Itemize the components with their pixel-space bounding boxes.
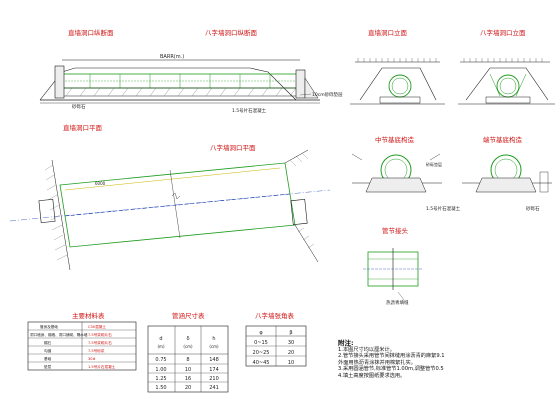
title-straight-long: 直墙洞口纵断面 [68,28,114,37]
dims-cell: 1.00 [155,367,166,373]
dims-cell: 1.25 [155,376,166,382]
note-line: 3.采用圆涵管节,标准管节1.00m,调整管节0.5 [338,366,444,373]
wing-cell: 0~15 [254,340,268,346]
mat-cell: 勾缝 [44,348,52,353]
mat-cell: 帽石 [44,340,52,345]
mat-cell: 7.5号浆砌片石 [88,332,112,337]
title-eight-long: 八字墙洞口纵断面 [205,28,258,37]
note-line: 2.管节接头采用管节间抹缝用涂沥青的麻絮9.1 [338,353,445,360]
pipe-dims-table: 管涵尺寸表 d (m) δ (cm) h (cm) 0.75 8 148 1.0… [147,311,229,393]
mat-cell: 7.5号浆砌片石 [88,340,112,345]
title-straight-plan: 直墙洞口平面 [63,123,103,132]
dims-header-d: d [159,336,162,342]
note-line: 4.填土高度按图纸要求选用。 [338,372,406,379]
mat-cell: 洞口墙身、帽墙、洞口铺砌、隔水墙 [30,332,88,337]
plan-dimension: 6000 [95,181,106,186]
dims-cell: 1.50 [155,385,166,391]
label-concrete-long: 1.5号片石混凝土 [232,107,267,114]
dims-header-d-unit: (m) [157,344,164,349]
dims-cell: 174 [209,367,219,373]
dims-cell: 210 [209,376,219,382]
plan-view: 直墙洞口平面 八字墙洞口平面 6000 [9,123,331,271]
joint-detail: 管节接头 热沥青填缝 [363,226,423,306]
title-pipe-dims: 管涵尺寸表 [172,311,205,320]
label-base-ref: 砂砾垫层 [426,161,442,167]
wing-cell: 20~25 [253,350,270,356]
notes-head: 附注: [338,339,354,347]
label-foundation-pad: 10cm砂砾垫层 [312,91,343,98]
mat-cell: 1.5号片石混凝土 [88,364,116,369]
mat-cell: 管身及基础 [40,324,58,329]
title-eight-elev: 八字墙洞口立面 [480,28,526,37]
wing-angle-table: 八字墙张角表 φ β 0~15 30 20~25 20 40~45 10 [245,311,307,367]
label-gravel-long: 砂砾石 [72,103,86,110]
dims-cell: 8 [186,357,189,363]
mat-cell: 基础 [44,356,52,361]
elevations: 直墙洞口立面 八字墙洞口立面 [350,28,555,105]
mat-cell: 垫层 [44,364,52,369]
note-line: 1.本图尺寸均以厘米计。 [338,346,395,353]
label-mid-concrete: 1.5号片石混凝土 [426,205,461,212]
dims-cell: 20 [185,385,191,391]
wing-header-phi: φ [259,330,263,336]
mat-cell: 30# [88,357,96,361]
title-wing-angle: 八字墙张角表 [255,311,295,320]
title-materials: 主要材料表 [72,311,105,320]
wing-cell: 20 [288,350,294,356]
dims-header-h: h [212,336,215,342]
dims-cell: 0.75 [155,357,166,363]
materials-table: 主要材料表 管身及基础 C30混凝土 洞口墙身、帽墙、洞口铺砌、隔水墙 7.5号… [27,311,137,371]
title-eight-plan: 八字墙洞口平面 [210,143,256,152]
title-end-base: 端节基底构造 [483,135,523,144]
dims-cell: 241 [209,385,219,391]
wing-header-b: β [289,330,292,336]
dims-cell: 148 [209,357,219,363]
title-joint: 管节接头 [382,226,409,235]
top-dimension: BARR(m.) [160,54,184,60]
base-details: 中节基底构造 端节基底构造 1.5号片石混凝土 砂砾垫层 砂砾石 [351,135,552,212]
dims-header-h-unit: (cm) [209,344,219,349]
dims-header-t-unit: (cm) [183,344,193,349]
label-joint-note: 热沥青填缝 [386,299,409,306]
longitudinal-section: 直墙洞口纵断面 八字墙洞口纵断面 BARR(m.) [39,28,343,114]
wing-cell: 40~45 [253,360,270,366]
mat-cell: 7.5号砂浆 [88,348,105,353]
notes-block: 附注: 1.本图尺寸均以厘米计。 2.管节接头采用管节间抹缝用涂沥青的麻絮9.1… [338,340,548,380]
label-end-gravel: 砂砾石 [526,205,540,212]
note-line: 外面用热沥青涂抹并用棉絮扎实。 [338,359,416,366]
dims-cell: 10 [185,367,191,373]
wing-cell: 30 [288,340,294,346]
title-mid-base: 中节基底构造 [375,135,415,144]
title-straight-elev: 直墙洞口立面 [368,28,408,37]
dims-cell: 16 [185,376,191,382]
wing-cell: 10 [288,360,294,366]
dims-header-t: δ [186,336,189,342]
mat-cell: C30混凝土 [88,324,106,329]
